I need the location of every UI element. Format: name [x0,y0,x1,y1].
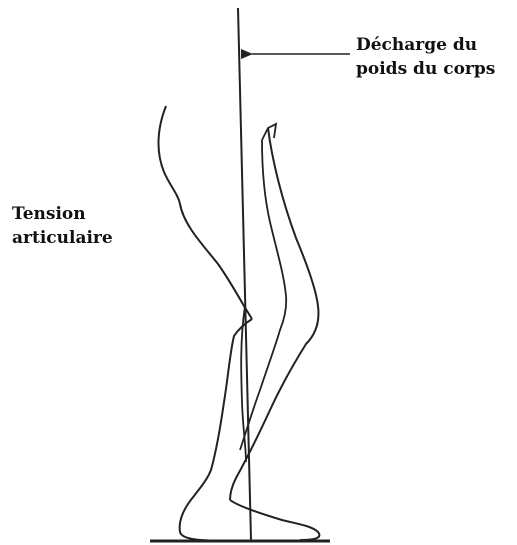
joint-tension-label-line-1: Tension [12,202,113,226]
load-line-label-line-2: poids du corps [356,57,495,81]
load-line-label: Décharge du poids du corps [356,33,495,81]
joint-tension-label: Tension articulaire [12,202,113,250]
front-foot [230,500,319,540]
joint-tension-label-line-2: articulaire [12,226,113,250]
load-line-label-line-1: Décharge du [356,33,495,57]
back-leg-thigh [158,106,252,319]
